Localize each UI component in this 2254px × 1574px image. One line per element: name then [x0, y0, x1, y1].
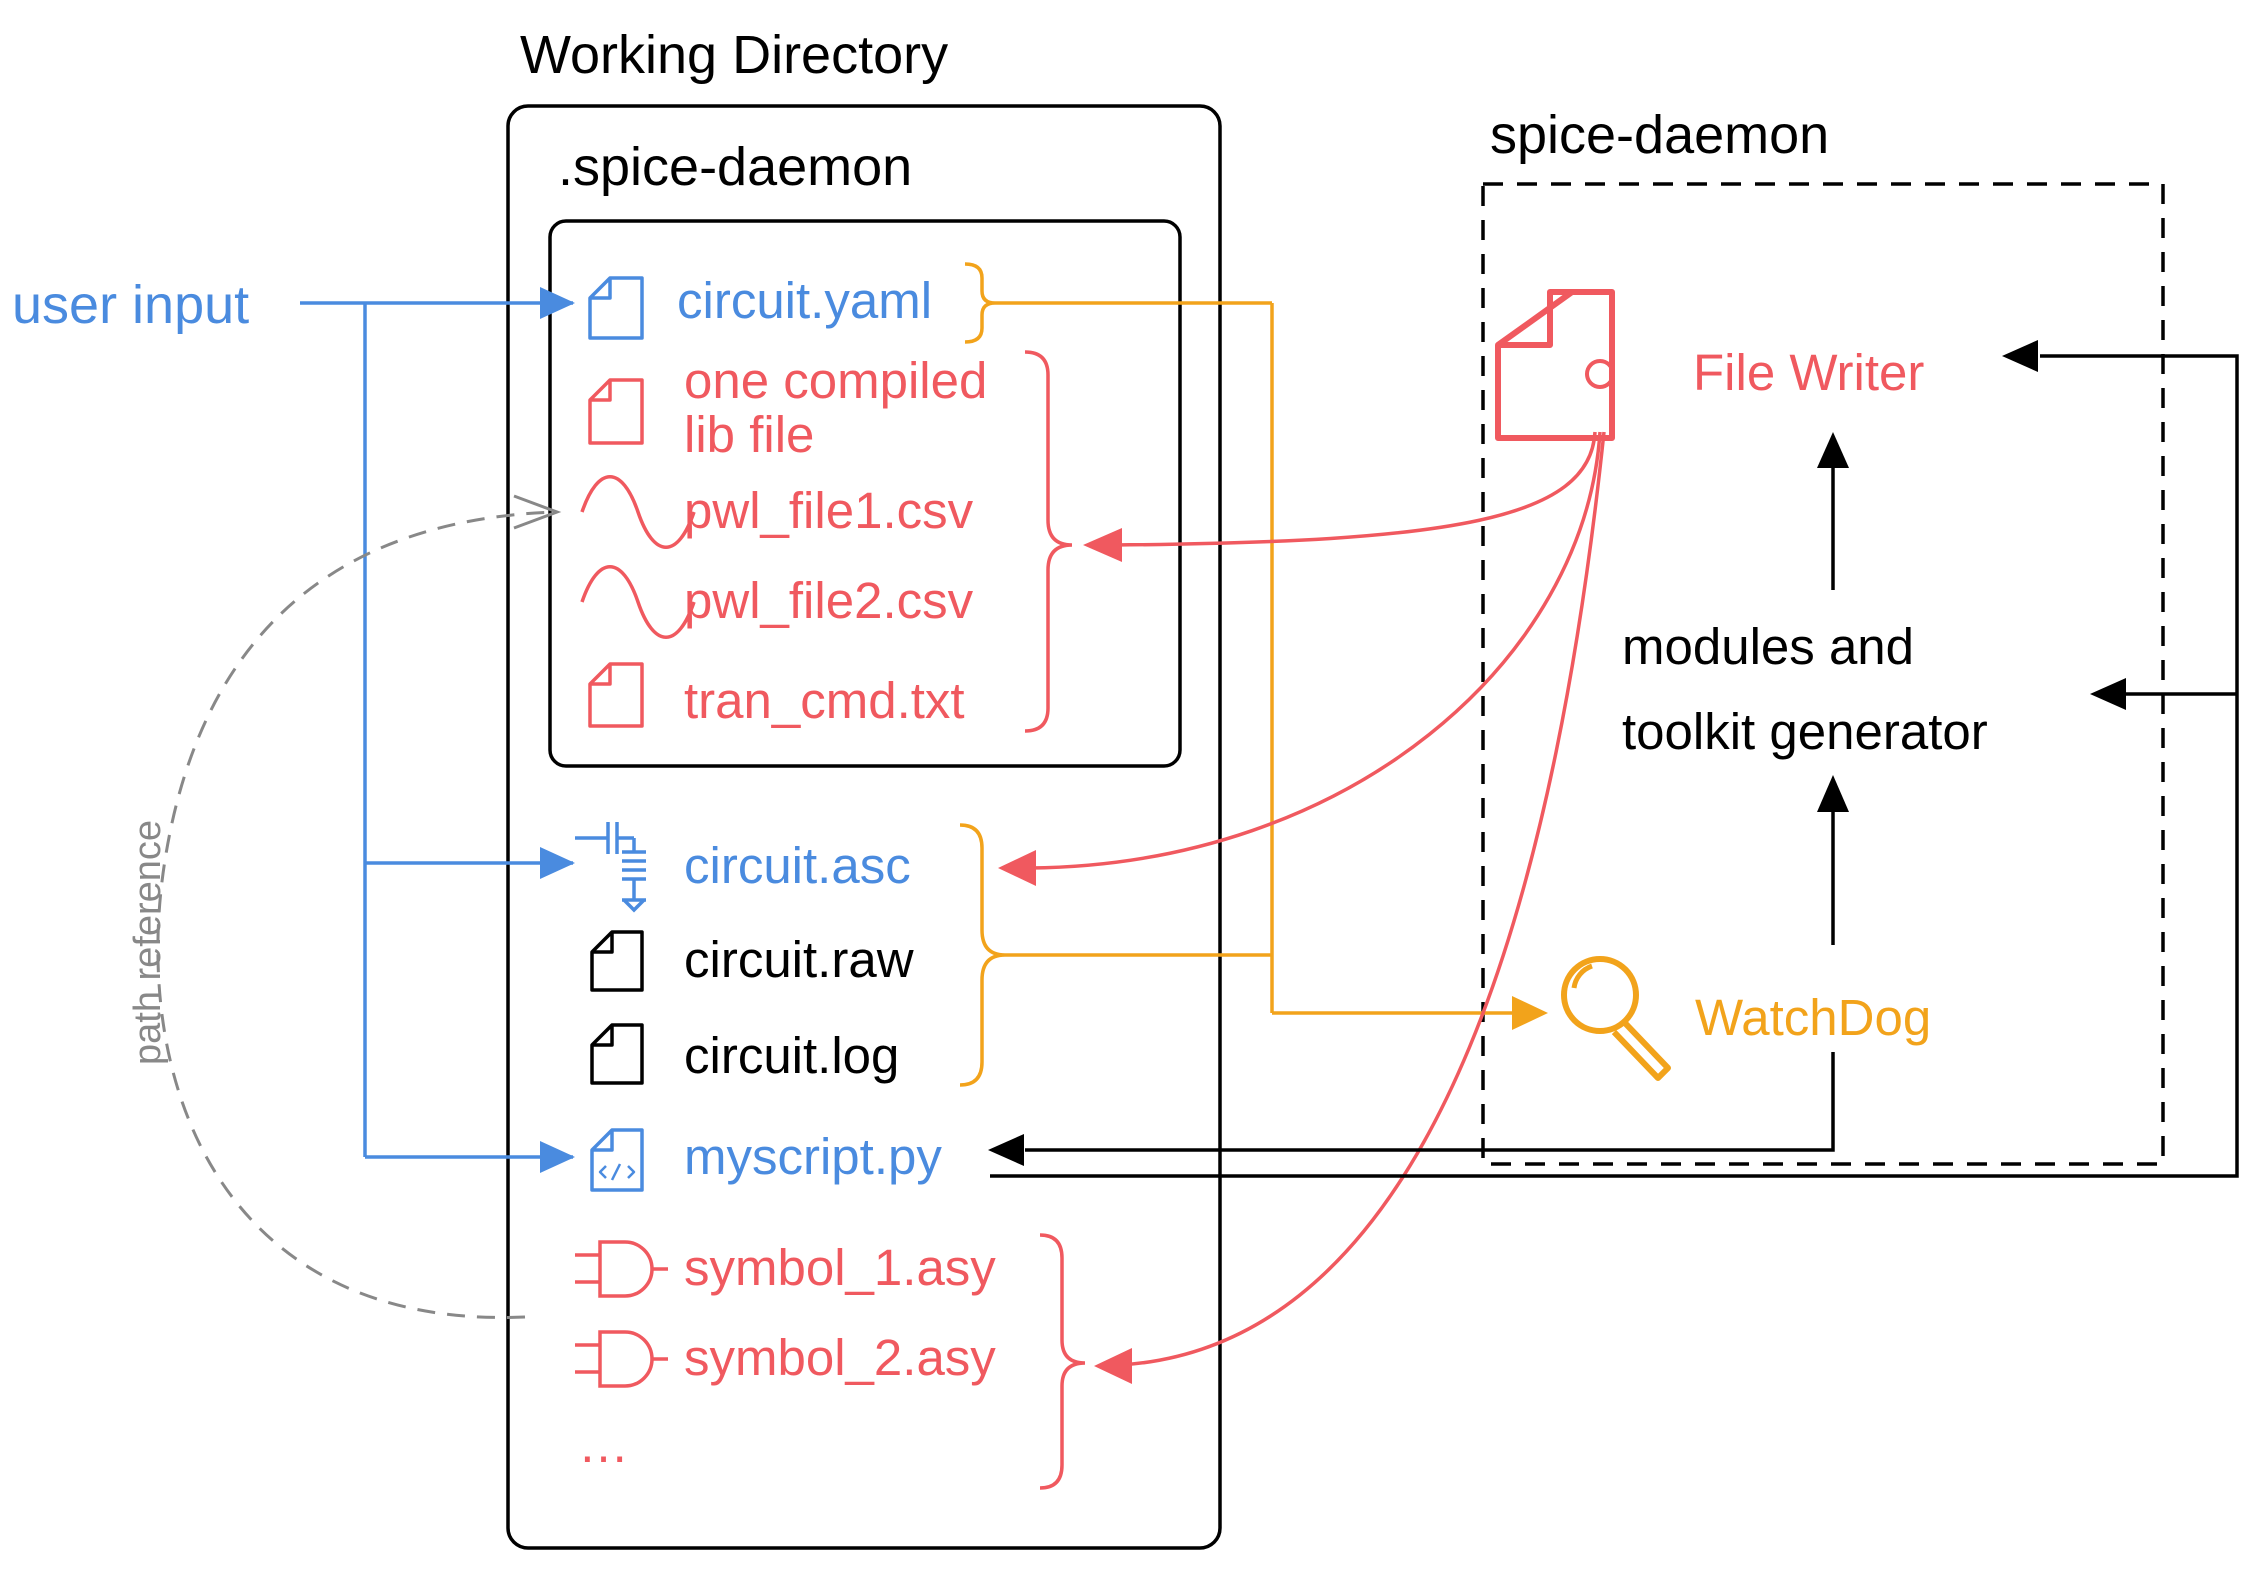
file-pwl2: pwl_file2.csv: [684, 572, 974, 629]
spice-daemon-folder-box: [548, 219, 1182, 768]
arrowhead-to-script: [540, 1141, 575, 1173]
file-myscript: myscript.py: [684, 1128, 942, 1185]
arrowhead-script-to-file-writer: [2002, 340, 2038, 372]
file-symbol-1: symbol_1.asy: [684, 1239, 996, 1296]
watchdog-label: WatchDog: [1695, 989, 1931, 1046]
path-reference-arrowhead: [513, 494, 562, 530]
and-gate-icon: [575, 1330, 668, 1388]
arrowhead-to-symbols: [1094, 1348, 1132, 1384]
code-file-icon: [590, 1128, 644, 1192]
arrowhead-to-modules: [1817, 775, 1849, 812]
sine-wave-icon: [580, 565, 696, 639]
arrowhead-to-generated: [1083, 528, 1122, 562]
spice-daemon-boundary: [1481, 182, 2165, 1166]
working-directory-title: Working Directory: [520, 25, 948, 85]
document-icon: [588, 662, 644, 728]
hidden-folder-label: .spice-daemon: [558, 137, 912, 197]
brace-outputs: [959, 823, 1006, 1087]
path-reference-curve: [156, 510, 556, 1319]
writer-connectors: [1029, 431, 1606, 1367]
file-compiled-lib-line2: lib file: [684, 406, 814, 463]
document-icon: [590, 1023, 644, 1085]
document-icon: [588, 378, 644, 445]
spice-daemon-title: spice-daemon: [1490, 105, 1829, 165]
and-gate-icon: [575, 1240, 668, 1298]
file-writer-icon: [1495, 289, 1615, 441]
magnifier-icon: [1561, 956, 1671, 1081]
file-circuit-yaml: circuit.yaml: [677, 272, 932, 329]
file-ellipsis: …: [578, 1416, 629, 1473]
user-input-arrows: [300, 301, 573, 1159]
file-symbol-2: symbol_2.asy: [684, 1329, 996, 1386]
watch-connector: [995, 301, 1515, 1015]
arrowhead-to-asc: [540, 847, 575, 879]
arrowhead-to-asc: [998, 850, 1036, 886]
arrowhead-script-to-modules: [2090, 678, 2126, 710]
document-icon: [590, 930, 644, 992]
schematic-icon: [575, 822, 646, 913]
user-input-label: user input: [12, 275, 249, 335]
working-directory-box: [506, 104, 1222, 1550]
file-compiled-lib-line1: one compiled: [684, 352, 987, 409]
brace-symbols: [1039, 1233, 1086, 1490]
arrowhead-to-file-writer: [1817, 432, 1849, 468]
arrowhead-to-myscript: [988, 1134, 1024, 1166]
file-circuit-asc: circuit.asc: [684, 837, 911, 894]
brace-yaml: [964, 262, 996, 344]
script-connectors: [990, 354, 2239, 1178]
arrowhead-to-watchdog: [1512, 996, 1548, 1030]
file-writer-label: File Writer: [1693, 344, 1924, 401]
modules-label-line1: modules and: [1622, 618, 1914, 675]
document-icon: [588, 276, 644, 340]
file-tran-cmd: tran_cmd.txt: [684, 672, 965, 729]
modules-label-line2: toolkit generator: [1622, 703, 1988, 760]
file-circuit-log: circuit.log: [684, 1027, 899, 1084]
file-pwl1: pwl_file1.csv: [684, 482, 974, 539]
brace-generated-files: [1024, 350, 1073, 733]
file-circuit-raw: circuit.raw: [684, 931, 914, 988]
sine-wave-icon: [580, 475, 696, 549]
arrowhead-to-yaml: [540, 287, 575, 319]
